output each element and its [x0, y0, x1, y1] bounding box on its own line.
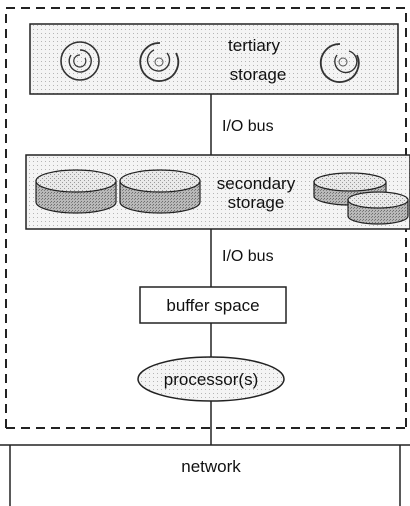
tertiary-storage-label-2: storage	[230, 65, 287, 84]
disk-icon	[36, 170, 116, 213]
processor: processor(s)	[138, 357, 284, 401]
processor-label: processor(s)	[164, 370, 258, 389]
buffer-space-label: buffer space	[166, 296, 259, 315]
secondary-storage-label-1: secondary	[217, 174, 296, 193]
disk-icon	[120, 170, 200, 213]
tertiary-storage: tertiary storage	[30, 24, 398, 94]
disk-icon	[348, 192, 408, 224]
io-bus-label-bottom: I/O bus	[222, 248, 274, 265]
secondary-storage-label-2: storage	[228, 193, 285, 212]
tertiary-storage-label-1: tertiary	[228, 36, 280, 55]
secondary-storage: secondary storage	[26, 155, 410, 229]
buffer-space: buffer space	[140, 287, 286, 323]
network: network	[0, 445, 410, 506]
network-label: network	[181, 457, 241, 476]
io-bus-label-top: I/O bus	[222, 118, 274, 135]
